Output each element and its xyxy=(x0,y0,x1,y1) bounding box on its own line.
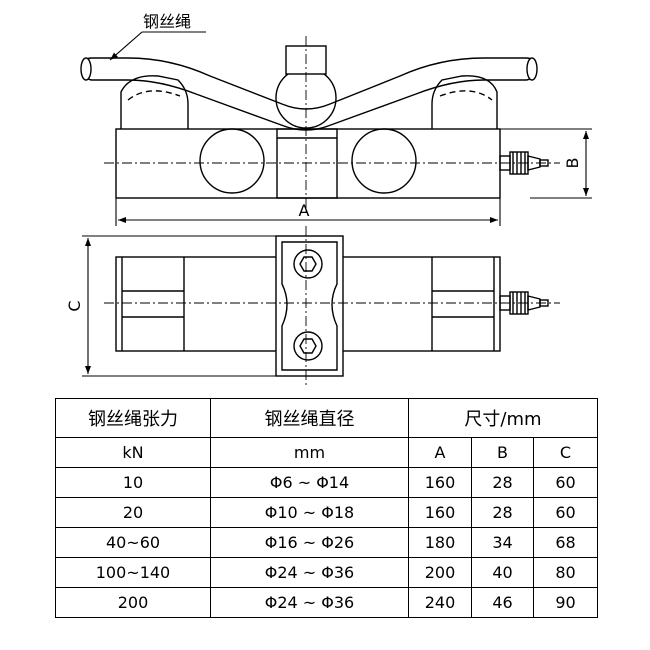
cell-b: 40 xyxy=(471,557,534,588)
table-row: 200 Φ24 ~ Φ36 240 46 90 xyxy=(55,587,598,618)
spec-table: 钢丝绳张力 钢丝绳直径 尺寸/mm kN mm A B C 10 Φ6 ~ Φ1… xyxy=(55,398,598,618)
wire-rope-leader xyxy=(109,31,206,61)
table-row: 100~140 Φ24 ~ Φ36 200 40 80 xyxy=(55,557,598,588)
cell-b: 28 xyxy=(471,467,534,498)
cell-tension: 200 xyxy=(55,587,211,618)
cell-diameter: Φ16 ~ Φ26 xyxy=(210,527,409,558)
top-view xyxy=(104,226,560,388)
left-saddle xyxy=(120,75,189,129)
header-size: 尺寸/mm xyxy=(408,398,598,438)
header-diameter: 钢丝绳直径 xyxy=(210,398,409,438)
table-row: 40~60 Φ16 ~ Φ26 180 34 68 xyxy=(55,527,598,558)
cell-b: 46 xyxy=(471,587,534,618)
dimension-b xyxy=(500,128,592,199)
cell-diameter: Φ6 ~ Φ14 xyxy=(210,467,409,498)
front-view xyxy=(80,36,560,214)
sensor-body-front xyxy=(115,128,501,199)
cell-c: 60 xyxy=(533,467,598,498)
right-saddle xyxy=(431,75,498,129)
right-pulley xyxy=(351,128,417,194)
cell-tension: 40~60 xyxy=(55,527,211,558)
center-block-front xyxy=(276,128,338,199)
bolt-upper xyxy=(293,249,323,279)
unit-diameter: mm xyxy=(210,437,409,468)
dimension-c xyxy=(82,235,276,377)
unit-a: A xyxy=(408,437,472,468)
cell-tension: 100~140 xyxy=(55,557,211,588)
cell-tension: 20 xyxy=(55,497,211,528)
cell-diameter: Φ10 ~ Φ18 xyxy=(210,497,409,528)
table-row: 20 Φ10 ~ Φ18 160 28 60 xyxy=(55,497,598,528)
cell-a: 180 xyxy=(408,527,472,558)
dimension-b-label: B xyxy=(563,158,582,169)
cell-diameter: Φ24 ~ Φ36 xyxy=(210,557,409,588)
cell-a: 200 xyxy=(408,557,472,588)
unit-b: B xyxy=(471,437,534,468)
cell-c: 80 xyxy=(533,557,598,588)
technical-drawing: 钢丝绳 A B xyxy=(65,12,592,388)
wire-rope-label: 钢丝绳 xyxy=(143,12,191,31)
cell-c: 90 xyxy=(533,587,598,618)
dimension-c-label: C xyxy=(65,300,84,311)
cell-tension: 10 xyxy=(55,467,211,498)
table-units-row: kN mm A B C xyxy=(55,437,598,468)
table-header-row: 钢丝绳张力 钢丝绳直径 尺寸/mm xyxy=(55,398,598,438)
cell-diameter: Φ24 ~ Φ36 xyxy=(210,587,409,618)
cell-b: 28 xyxy=(471,497,534,528)
cell-a: 160 xyxy=(408,467,472,498)
cell-a: 160 xyxy=(408,497,472,528)
clamp-plate-inner xyxy=(281,241,338,371)
dimension-a-label: A xyxy=(299,201,310,220)
dimension-a xyxy=(115,198,501,226)
cell-c: 60 xyxy=(533,497,598,528)
cell-c: 68 xyxy=(533,527,598,558)
unit-c: C xyxy=(533,437,598,468)
left-pulley xyxy=(199,128,265,194)
bolt-lower xyxy=(293,331,323,361)
header-tension: 钢丝绳张力 xyxy=(55,398,211,438)
cell-a: 240 xyxy=(408,587,472,618)
unit-tension: kN xyxy=(55,437,211,468)
cell-b: 34 xyxy=(471,527,534,558)
table-row: 10 Φ6 ~ Φ14 160 28 60 xyxy=(55,467,598,498)
